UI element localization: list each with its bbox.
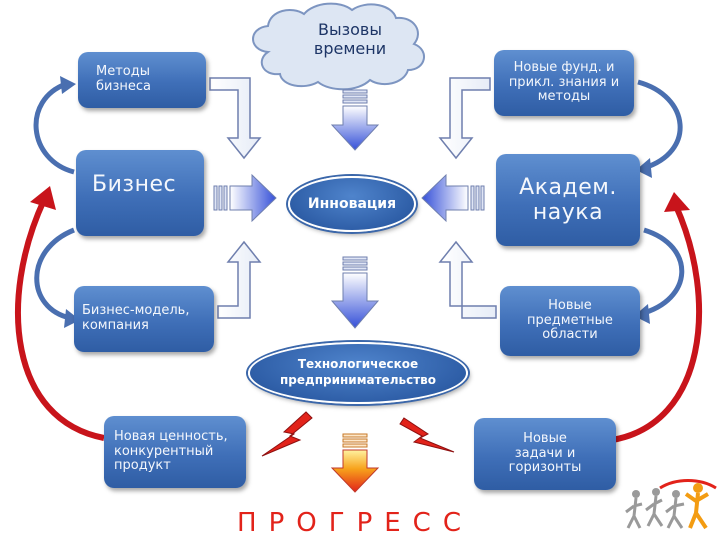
cloud-label: Вызовы времени — [313, 20, 387, 59]
box-new-tasks: Новые задачи и горизонты — [474, 418, 616, 490]
curve-arrow-right-red-icon — [611, 192, 702, 443]
box-methods: Методы бизнеса — [78, 52, 206, 108]
elbow-arrow-new-knowledge-icon — [438, 77, 491, 160]
arrow-academic-to-innovation-icon — [421, 173, 485, 223]
runners-illustration-icon — [625, 479, 717, 530]
ellipse-innovation: Инновация — [288, 176, 416, 232]
box-new-value: Новая ценность, конкурентный продукт — [104, 416, 246, 488]
curve-arrow-left-top-icon — [32, 76, 76, 176]
ellipse-tech-entrepreneurship: Технологическое предпринимательство — [248, 342, 468, 404]
curve-arrow-right-top-icon — [636, 79, 683, 178]
progress-label: ПРОГРЕСС — [237, 508, 473, 538]
elbow-arrow-business-model-icon — [217, 240, 262, 319]
elbow-arrow-methods-icon — [209, 77, 262, 160]
box-business-model: Бизнес-модель, компания — [74, 286, 214, 352]
arrow-to-progress-icon — [330, 433, 380, 493]
box-new-knowledge: Новые фунд. и прикл. знания и методы — [494, 50, 634, 116]
arrow-cloud-to-innovation-icon — [330, 89, 380, 151]
box-new-subjects: Новые предметные области — [500, 286, 640, 356]
box-business: Бизнес — [76, 150, 204, 236]
curve-arrow-left-bottom-icon — [34, 227, 80, 328]
arrow-business-to-innovation-icon — [213, 173, 277, 223]
cloud-shape — [252, 2, 425, 91]
elbow-arrow-new-subjects-icon — [438, 240, 497, 319]
curve-arrow-left-red-icon — [14, 186, 105, 441]
arrow-innovation-to-tech-icon — [330, 256, 380, 329]
lightning-left-icon — [261, 411, 313, 457]
box-academic: Академ. наука — [496, 154, 640, 246]
curve-arrow-right-bottom-icon — [634, 227, 685, 324]
lightning-right-icon — [399, 417, 455, 453]
